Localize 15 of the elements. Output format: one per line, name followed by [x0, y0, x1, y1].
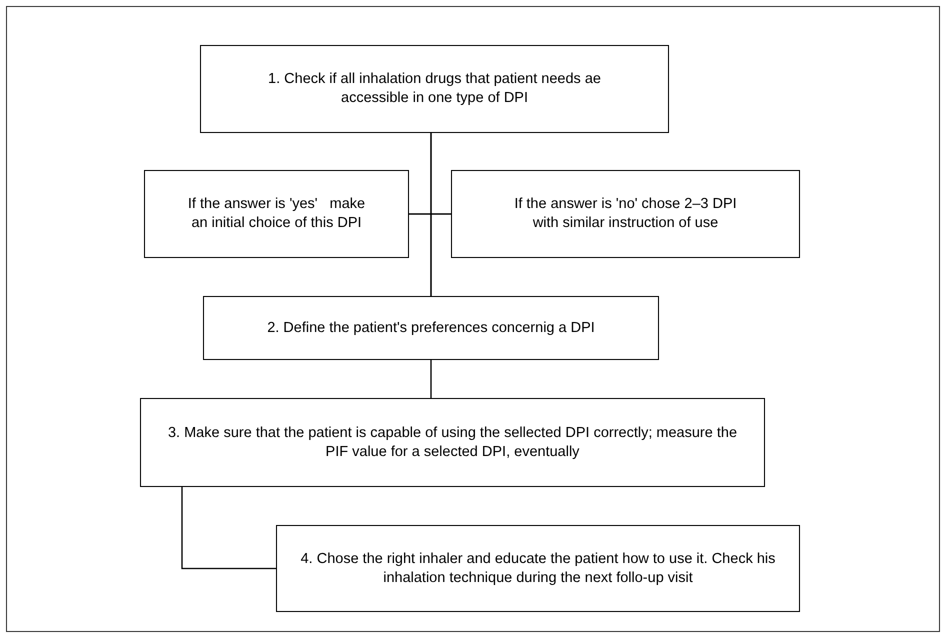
step-text: If the answer is 'no' chose 2–3 DPI with similar instruction of use: [513, 195, 738, 233]
process-box: [200, 45, 669, 133]
step-text: 1. Check if all inhalation drugs that patient needs ae accessible in one type of DPI: [267, 70, 602, 108]
connector-line: [430, 213, 451, 296]
process-box: [144, 170, 409, 258]
process-box: [140, 398, 765, 487]
process-box: [203, 296, 659, 360]
process-box: [276, 525, 800, 612]
step-text: If the answer is 'yes' make an initial choice of this DPI: [186, 195, 366, 233]
process-box: [451, 170, 800, 258]
connector-line: [430, 360, 432, 398]
step-text: 3. Make sure that the patient is capable of using the sellected DPI correctly; measure the PIF value for a selected DPI, eventually: [166, 424, 738, 462]
step-text: 2. Define the patient's preferences concernig a DPI: [267, 318, 595, 338]
step-text: 4. Chose the right inhaler and educate the patient how to use it. Check his inhalation technique during the next follo-up visit: [300, 550, 776, 588]
connector-line: [181, 487, 276, 570]
